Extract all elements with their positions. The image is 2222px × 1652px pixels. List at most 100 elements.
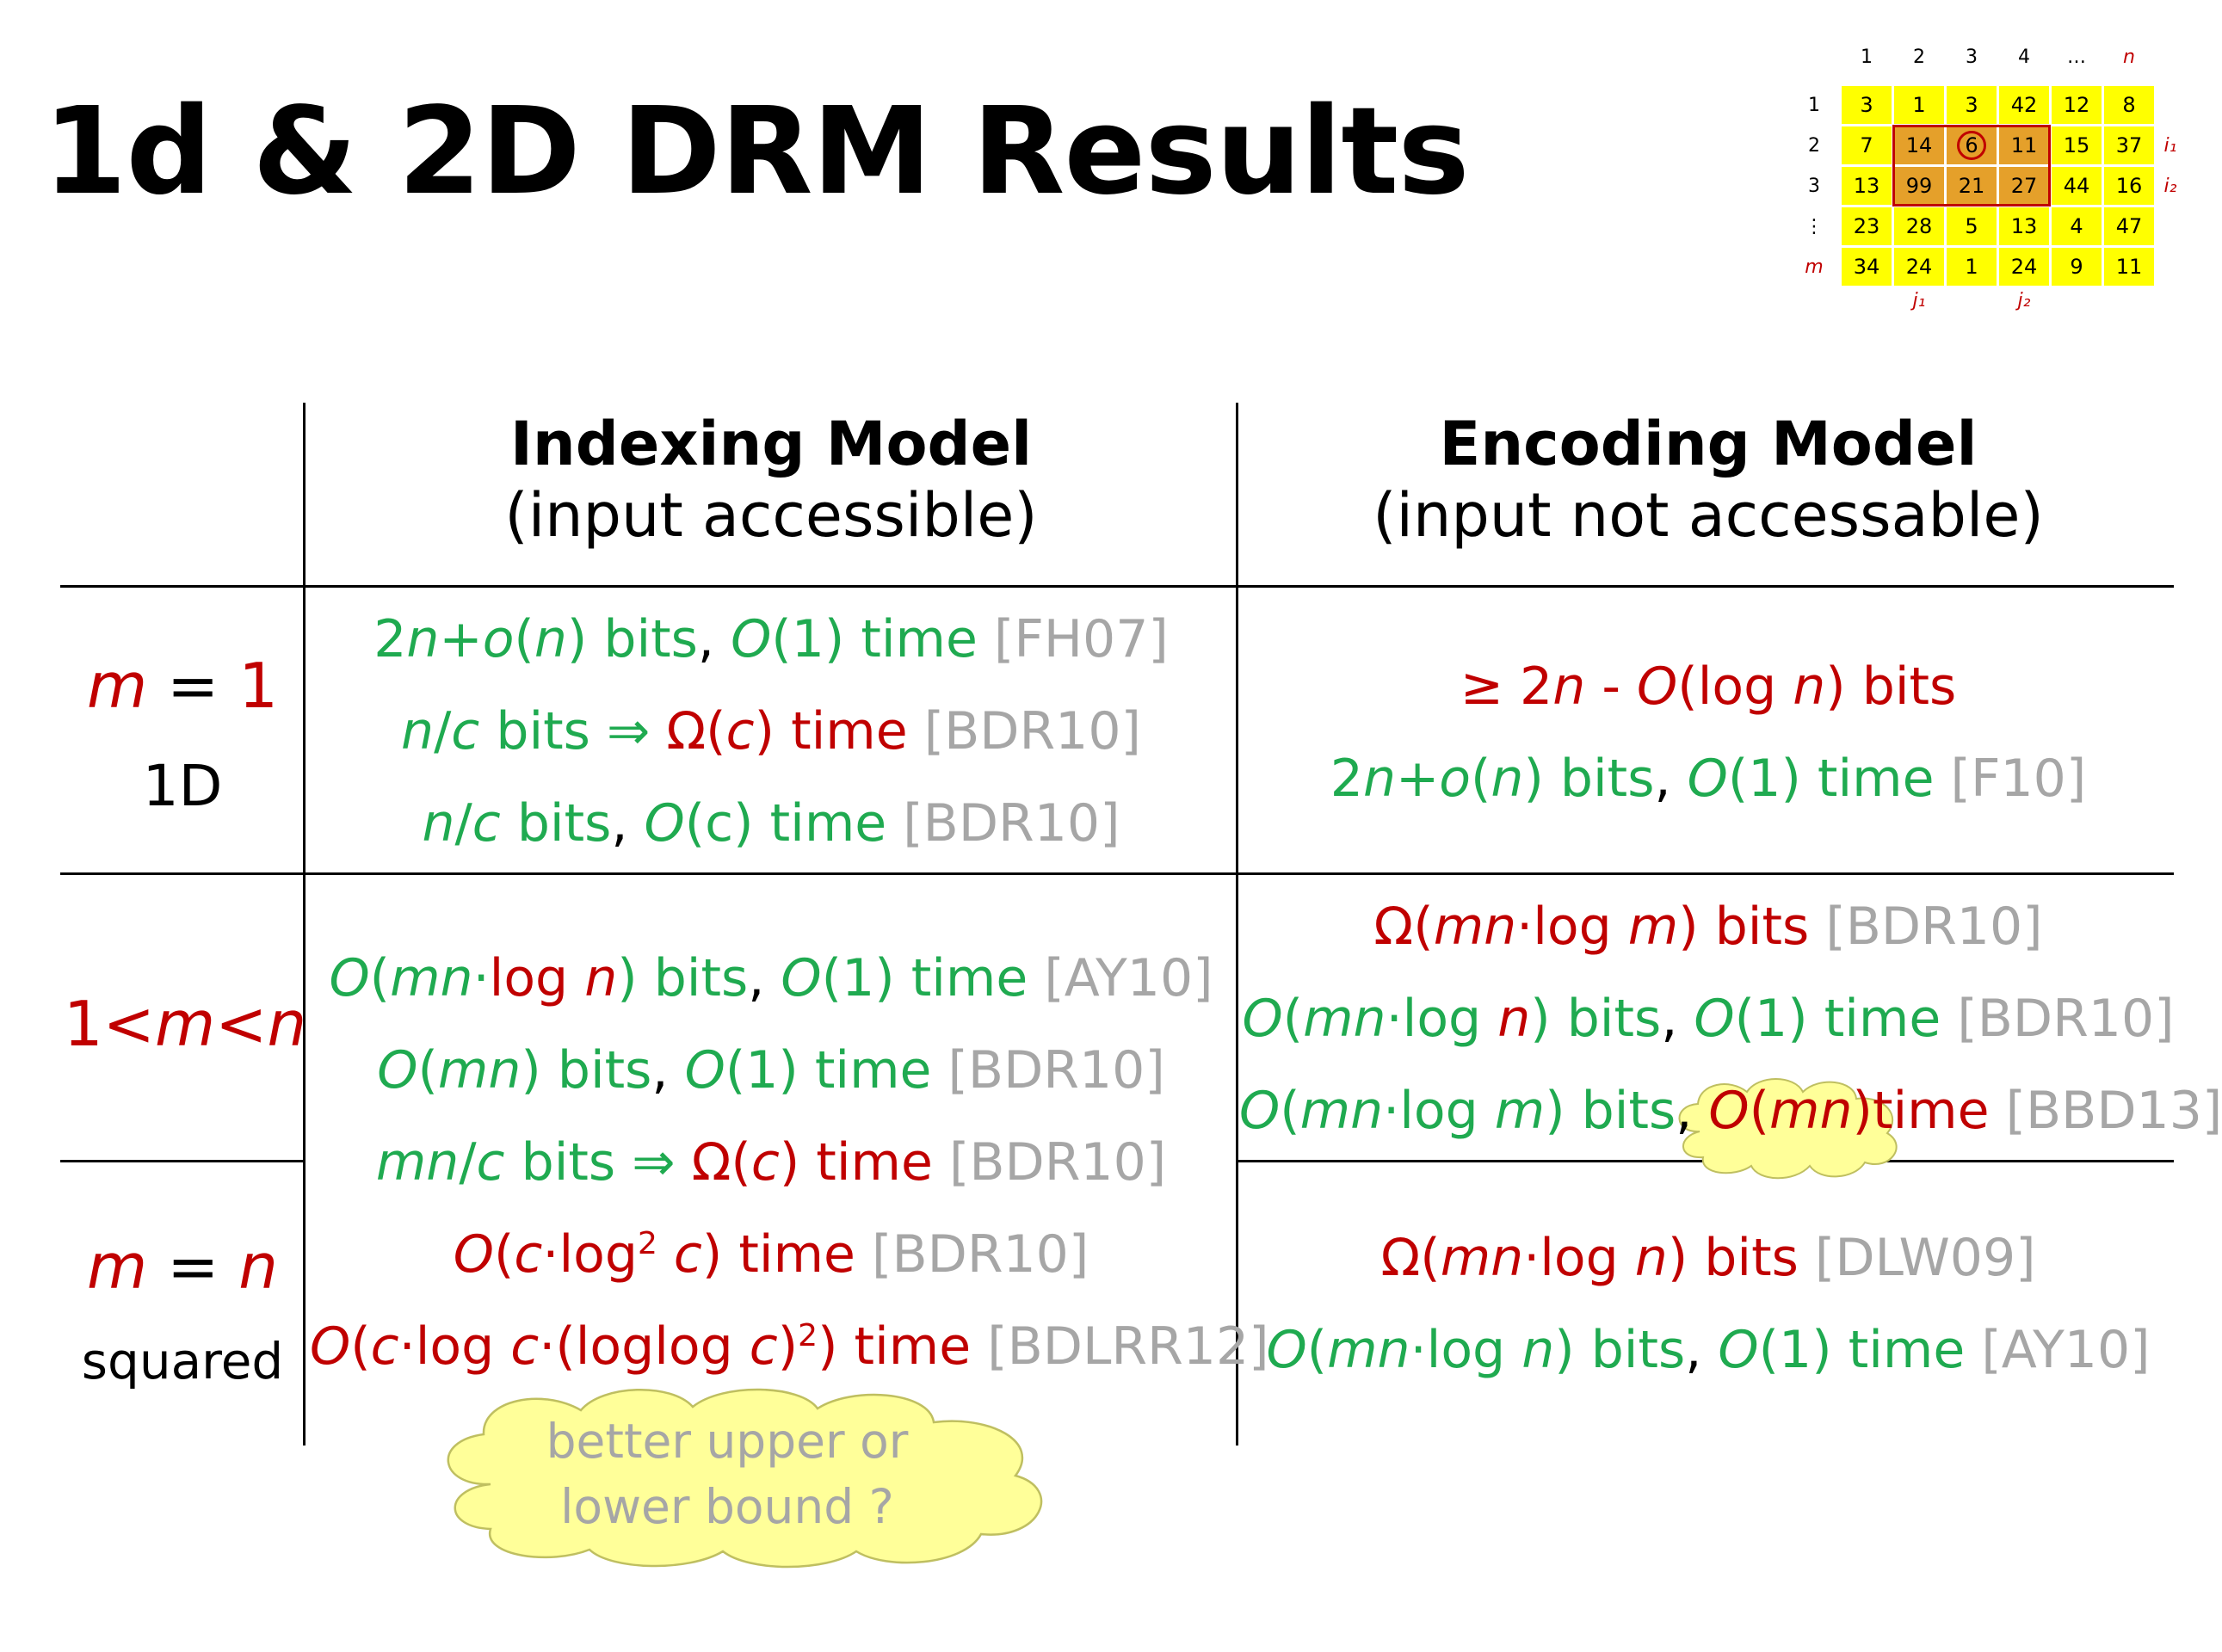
t: mn xyxy=(1303,989,1386,1049)
t: ·log xyxy=(1516,897,1628,957)
citation: [BDLRR12] xyxy=(971,1316,1269,1377)
matrix-cell: 15 xyxy=(2052,126,2102,164)
encoding-model-title: Encoding Model xyxy=(1439,409,1978,479)
matrix-row-index-i1: i₁ xyxy=(2163,135,2177,157)
slide-title: 1d & 2D DRM Results xyxy=(43,82,1470,222)
matrix-cell: 1 xyxy=(1894,86,1944,124)
encoding-squared-result-1: Ω(mn·log n) bits [DLW09] xyxy=(1239,1232,2177,1284)
t: + xyxy=(439,609,483,669)
t: O xyxy=(1708,1081,1750,1141)
t: n xyxy=(584,948,618,1008)
t: n xyxy=(1634,1228,1668,1288)
citation: [AY10] xyxy=(1965,1320,2151,1380)
t: ·log xyxy=(1386,989,1498,1049)
t: ·log xyxy=(1523,1228,1635,1288)
t: mn xyxy=(1440,1228,1524,1288)
t: 2 xyxy=(373,609,407,669)
citation: [BDR10] xyxy=(932,1132,1167,1193)
t: ) xyxy=(1852,1081,1873,1141)
t: ) bits xyxy=(1530,989,1662,1049)
t: , xyxy=(1661,989,1694,1049)
t: ( xyxy=(417,1040,438,1100)
t: n xyxy=(406,609,440,669)
t xyxy=(657,1224,674,1285)
t: n xyxy=(1362,749,1396,809)
matrix-col-header: n xyxy=(2123,46,2135,68)
matrix-col-header: 2 xyxy=(1913,46,1925,68)
t: n xyxy=(1552,656,1586,717)
matrix-row-header: m xyxy=(1805,256,1824,278)
t: ) time xyxy=(818,1316,972,1377)
t: o xyxy=(482,609,515,669)
matrix-cell: 5 xyxy=(1947,207,1997,245)
t: O xyxy=(1242,989,1283,1049)
highlight-cloud xyxy=(1678,1078,1898,1180)
t: log xyxy=(489,948,585,1008)
matrix-minimum-circle xyxy=(1957,131,1986,160)
t: ( xyxy=(1282,989,1304,1049)
row3-label-n: n xyxy=(238,1230,278,1303)
t: mn xyxy=(437,1040,522,1100)
t: Ω( xyxy=(1380,1228,1441,1288)
t: ) bits xyxy=(1523,749,1655,809)
t: ·log xyxy=(1383,1081,1495,1141)
matrix-cell: 13 xyxy=(1999,207,2049,245)
t: - xyxy=(1585,656,1638,717)
encoding-model-subtitle: (input not accessable) xyxy=(1373,479,2044,551)
t: n xyxy=(1521,1320,1555,1380)
t: mn xyxy=(1769,1081,1853,1141)
citation: [BDR10] xyxy=(907,701,1141,761)
t: ( xyxy=(514,609,534,669)
t: c xyxy=(673,1224,702,1285)
t: ) time xyxy=(701,1224,855,1285)
table-row1-divider xyxy=(60,872,2174,875)
encoding-1d-result-1: ≥ 2n - O(log n) bits xyxy=(1239,661,2177,712)
t: (c) time xyxy=(684,793,887,854)
t: ·log xyxy=(1410,1320,1522,1380)
t: · xyxy=(472,948,490,1008)
t: c xyxy=(750,1132,780,1193)
indexing-squared-result-1: O(c·log2 c) time [BDR10] xyxy=(310,1226,1232,1281)
row-label-squared: squared xyxy=(81,1332,284,1390)
matrix-cell: 16 xyxy=(2104,167,2154,205)
indexing-2d-result-3: mn/c bits ⇒ Ω(c) time [BDR10] xyxy=(310,1137,1232,1188)
t: n xyxy=(1497,989,1531,1049)
t: (1) time xyxy=(725,1040,932,1100)
t: , xyxy=(651,1040,685,1100)
matrix-row-index-i2: i₂ xyxy=(2163,176,2177,197)
t: , xyxy=(1676,1081,1709,1141)
encoding-2d-result-1: Ω(mn·log m) bits [BDR10] xyxy=(1239,901,2177,952)
matrix-col-header: … xyxy=(2067,46,2086,68)
matrix-cell: 4 xyxy=(2052,207,2102,245)
t: m xyxy=(1494,1081,1546,1141)
indexing-model-header: Indexing Model (input accessible) xyxy=(310,409,1232,551)
t: ( xyxy=(1280,1081,1300,1141)
citation: [BDR10] xyxy=(1941,989,2175,1049)
citation: [AY10] xyxy=(1028,948,1213,1008)
encoding-1d-result-2: 2n+o(n) bits, O(1) time [F10] xyxy=(1239,753,2177,804)
matrix-col-index-j1: j₁ xyxy=(1912,290,1926,311)
t: O xyxy=(1687,749,1728,809)
matrix-cell: 37 xyxy=(2104,126,2154,164)
t: time xyxy=(1872,1081,1990,1141)
t: ·(loglog xyxy=(539,1316,750,1377)
t: ) bits xyxy=(1825,656,1957,717)
t: 2 xyxy=(637,1226,657,1261)
matrix-cell: 99 xyxy=(1894,167,1944,205)
encoding-squared-result-2: O(mn·log n) bits, O(1) time [AY10] xyxy=(1239,1324,2177,1376)
t: O xyxy=(1718,1320,1759,1380)
t: ·log xyxy=(542,1224,638,1285)
t: n xyxy=(422,793,455,854)
t: ) bits xyxy=(1678,897,1810,957)
matrix-row-header: 2 xyxy=(1808,135,1820,157)
matrix-col-index-j2: j₂ xyxy=(2017,290,2031,311)
t: 2 xyxy=(798,1318,818,1353)
indexing-model-title: Indexing Model xyxy=(509,409,1033,479)
row1-label-m: m xyxy=(86,650,148,722)
t: O xyxy=(731,609,772,669)
citation: [BDR10] xyxy=(931,1040,1165,1100)
t: O xyxy=(684,1040,725,1100)
t: ) bits xyxy=(566,609,698,669)
matrix-cell: 11 xyxy=(1999,126,2049,164)
